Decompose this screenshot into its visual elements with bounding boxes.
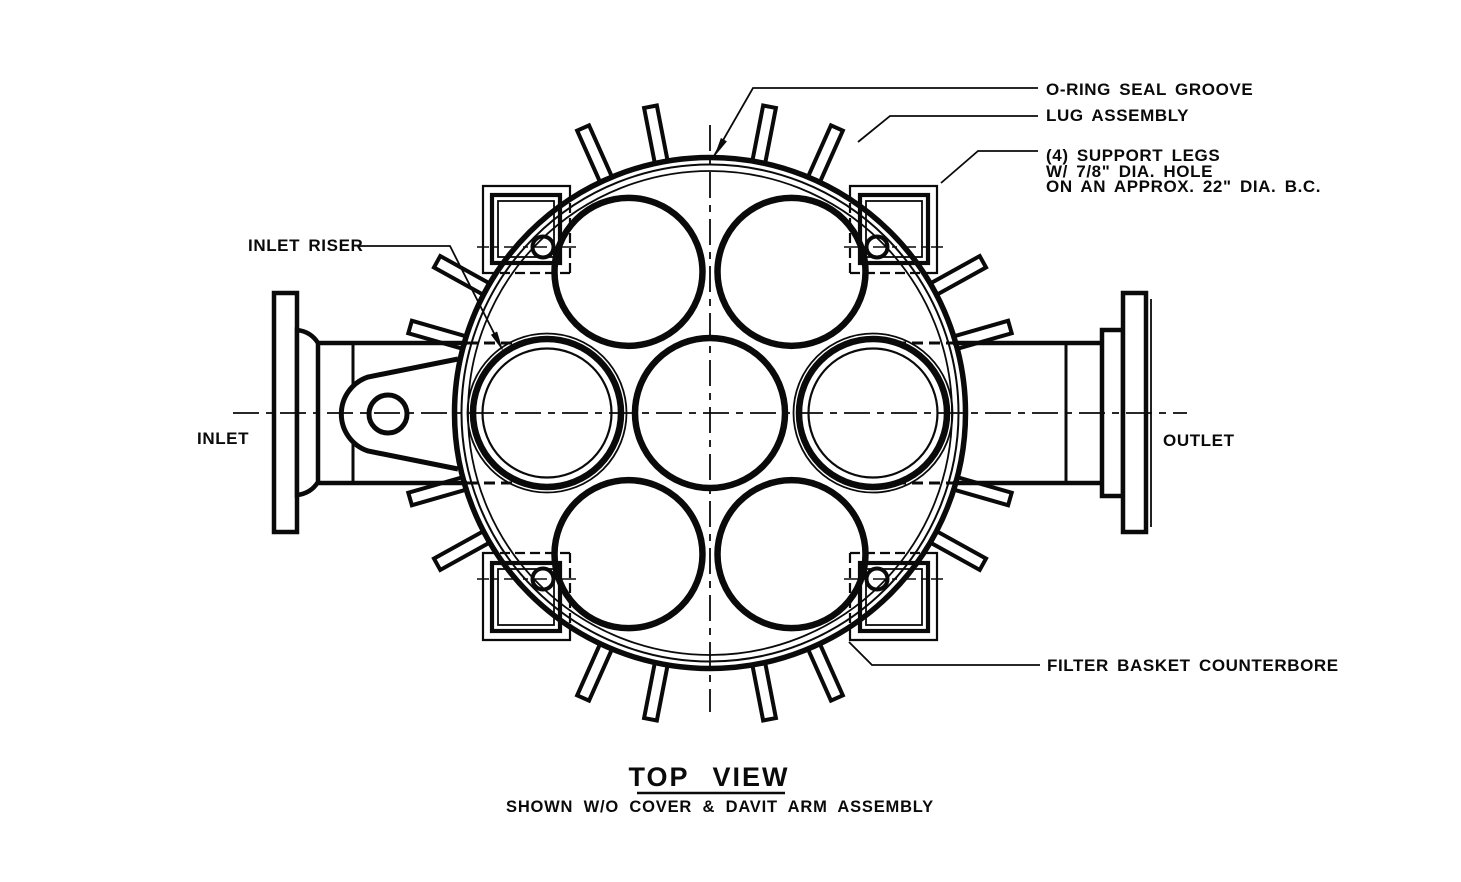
callout-labels: O-RING SEAL GROOVE LUG ASSEMBLY (4) SUPP… (197, 80, 1339, 675)
lug-stud (431, 528, 493, 573)
filter-basket-bore (551, 194, 706, 350)
leader-filter-basket (848, 641, 1040, 666)
label-oring-seal-groove: O-RING SEAL GROOVE (1046, 80, 1253, 99)
label-support-legs-line1: (4) SUPPORT LEGS (1046, 146, 1220, 165)
label-support-legs-line2: W/ 7/8" DIA. HOLE (1046, 162, 1213, 181)
lug-stud (805, 640, 846, 704)
lug-stud (927, 528, 989, 573)
lug-stud-group (927, 528, 989, 573)
lug-stud-group (927, 253, 989, 298)
leader-support-legs (940, 150, 1038, 184)
lug-stud (574, 640, 615, 704)
support-leg-outline (481, 184, 572, 275)
centerlines (233, 125, 1187, 712)
riser-counterbore (466, 332, 628, 494)
label-lug-assembly: LUG ASSEMBLY (1046, 106, 1189, 125)
lug-stud (641, 659, 671, 723)
leader-inlet-riser (358, 245, 503, 350)
support-leg-angle-outer (489, 560, 563, 634)
outlet-riser-rings (792, 332, 954, 494)
inlet-gusset (338, 356, 459, 472)
lug-stud (749, 103, 779, 167)
view-subtitle: SHOWN W/O COVER & DAVIT ARM ASSEMBLY (506, 798, 934, 816)
lug-assemblies (405, 103, 1015, 723)
support-leg (477, 551, 576, 642)
support-leg-outline (848, 184, 939, 275)
lug-stud-group (749, 103, 779, 167)
lug-stud-group (805, 122, 846, 186)
support-leg (477, 184, 576, 275)
lug-stud-group (574, 122, 615, 186)
vessel-inner-wall (460, 163, 960, 663)
label-support-legs-line3: ON AN APPROX. 22" DIA. B.C. (1046, 177, 1321, 196)
support-leg-angle-outer (857, 192, 931, 266)
view-title: TOP VIEW (628, 762, 789, 792)
filter-basket-bore (469, 335, 625, 491)
arrowhead-inlet-riser (490, 331, 503, 351)
label-filter-basket-counterbore: FILTER BASKET COUNTERBORE (1047, 656, 1339, 675)
filter-basket-bore (714, 476, 869, 632)
support-leg (844, 184, 943, 275)
filter-basket-bore-center (631, 334, 789, 492)
filter-basket-bore (795, 335, 951, 491)
filter-basket-bore (714, 194, 869, 350)
riser-counterbore (792, 332, 954, 494)
lug-stud-group (805, 640, 846, 704)
vessel-outer-wall (451, 154, 969, 672)
lug-stud-group (641, 659, 671, 723)
support-leg (844, 551, 943, 642)
riser-inner-bore (481, 347, 613, 479)
arrowhead-support-legs (941, 167, 959, 183)
lug-stud (805, 122, 846, 186)
lug-stud-group (431, 528, 493, 573)
title-block: TOP VIEW SHOWN W/O COVER & DAVIT ARM ASS… (506, 762, 934, 816)
arrowhead-lug (858, 126, 876, 142)
filter-basket-bores (466, 194, 954, 632)
lug-stud (927, 253, 989, 298)
lug-stud-group (749, 659, 779, 723)
label-inlet: INLET (197, 429, 249, 448)
lug-stud-group (574, 640, 615, 704)
leader-lines (358, 87, 1040, 666)
leader-oring (713, 87, 1038, 157)
leader-lug (857, 115, 1038, 143)
label-outlet: OUTLET (1163, 431, 1235, 450)
support-leg-outline (481, 551, 572, 642)
lug-stud (574, 122, 615, 186)
arrowhead-oring (714, 138, 727, 157)
lug-stud (641, 103, 671, 167)
inlet-assembly (271, 290, 528, 535)
inlet-gusset-hole (366, 392, 410, 436)
support-leg-angle-outer (489, 192, 563, 266)
lug-stud-group (641, 103, 671, 167)
filter-basket-bore (551, 476, 706, 632)
lug-stud (749, 659, 779, 723)
riser-inner-bore (807, 347, 939, 479)
inlet-riser-rings (466, 332, 628, 494)
label-inlet-riser: INLET RISER (248, 236, 363, 255)
support-leg-outline (848, 551, 939, 642)
lug-stud (431, 253, 493, 298)
lug-stud-group (431, 253, 493, 298)
support-leg-angle-outer (857, 560, 931, 634)
